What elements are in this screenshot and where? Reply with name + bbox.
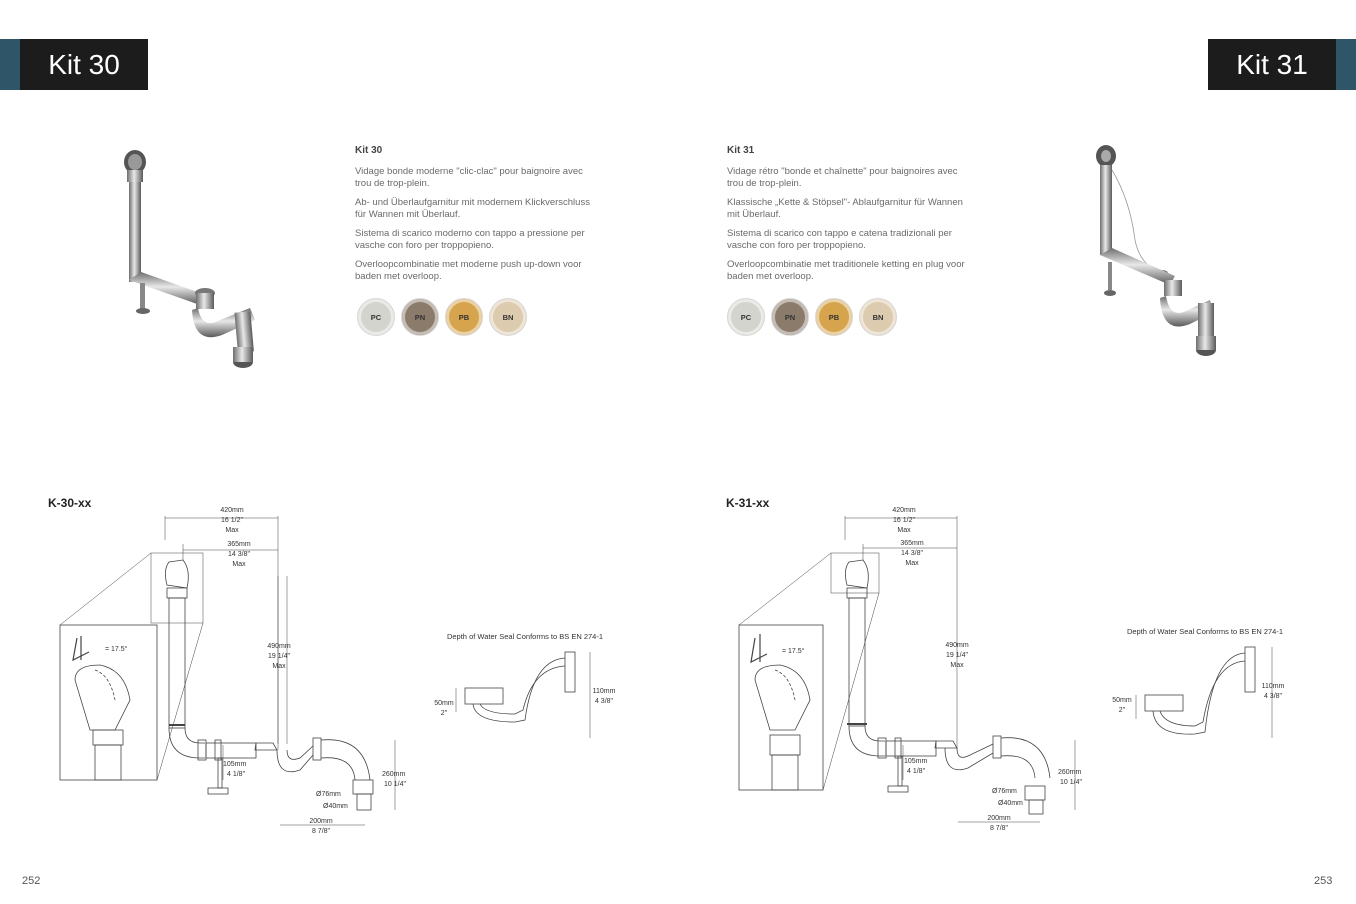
dim-width-total-in: 16 1/2": [221, 517, 243, 524]
dim-width-inner-in: 14 3/8": [901, 550, 923, 557]
description-de: Ab- und Überlaufgarnitur mit modernem Kl…: [355, 197, 590, 220]
dim-height-in: 19 1/4": [946, 652, 968, 659]
finish-swatches-kit31: PC PN PB BN: [727, 298, 897, 336]
swatch-pc[interactable]: PC: [357, 298, 395, 336]
dim-width-inner-mm: 365mm: [900, 540, 924, 547]
dim-width-inner-max: Max: [905, 560, 919, 567]
dim-angle: = 17.5°: [105, 645, 128, 653]
dim-angle: = 17.5°: [782, 647, 805, 655]
accent-bar-left: [0, 39, 20, 90]
water-seal-depth-mm: 50mm: [434, 700, 454, 707]
swatch-bn[interactable]: BN: [489, 298, 527, 336]
accent-bar-right: [1336, 39, 1356, 90]
product-code-kit30: K-30-xx: [48, 496, 92, 510]
dim-trap-width-in: 8 7/8": [312, 828, 331, 835]
water-seal-height-in: 4 3/8": [595, 698, 614, 705]
page-number-left: 252: [22, 875, 41, 887]
product-image-kit30: [124, 150, 255, 368]
dim-height-mm: 490mm: [945, 642, 969, 649]
dim-drop-in: 10 1/4": [1060, 779, 1082, 786]
dim-width-inner-mm: 365mm: [227, 541, 251, 548]
water-seal-height-mm: 110mm: [1262, 683, 1285, 690]
description-it: Sistema di scarico moderno con tappo a p…: [355, 228, 585, 251]
product-code-kit31: K-31-xx: [726, 496, 770, 510]
water-seal-depth-in: 2": [1119, 707, 1126, 714]
water-seal-depth-in: 2": [441, 710, 448, 717]
dim-height-max: Max: [272, 663, 286, 670]
swatch-pb[interactable]: PB: [815, 298, 853, 336]
dim-width-total-mm: 420mm: [220, 507, 244, 514]
description-heading: Kit 31: [727, 145, 755, 156]
swatch-pb[interactable]: PB: [445, 298, 483, 336]
dim-height-mm: 490mm: [267, 643, 291, 650]
dim-width-inner-in: 14 3/8": [228, 551, 250, 558]
description-fr: Vidage rétro "bonde et chaînette" pour b…: [727, 166, 958, 189]
description-block-kit30: Kit 30 Vidage bonde moderne "clic-clac" …: [355, 145, 595, 290]
dim-offset-mm: 105mm: [904, 758, 928, 765]
water-seal-title: Depth of Water Seal Conforms to BS EN 27…: [447, 632, 603, 641]
water-seal-title: Depth of Water Seal Conforms to BS EN 27…: [1127, 627, 1283, 636]
dim-trap-width-in: 8 7/8": [990, 825, 1009, 832]
dim-trap-width-mm: 200mm: [309, 818, 333, 825]
swatch-pn[interactable]: PN: [771, 298, 809, 336]
description-de: Klassische „Kette & Stöpsel"- Ablaufgarn…: [727, 197, 963, 220]
dim-width-total-in: 16 1/2": [893, 517, 915, 524]
swatch-pc[interactable]: PC: [727, 298, 765, 336]
page-title-right: Kit 31: [1208, 39, 1336, 90]
dim-diameter-40: Ø40mm: [998, 800, 1023, 807]
description-it: Sistema di scarico con tappo e catena tr…: [727, 228, 952, 251]
water-seal-height-mm: 110mm: [593, 688, 616, 695]
dim-diameter-76: Ø76mm: [992, 788, 1017, 795]
technical-drawing-kit31: 420mm 16 1/2" Max 365mm 14 3/8" Max 490m…: [738, 507, 1285, 832]
dim-height-max: Max: [950, 662, 964, 669]
dim-width-inner-max: Max: [232, 561, 246, 568]
water-seal-height-in: 4 3/8": [1264, 693, 1283, 700]
dim-drop-in: 10 1/4": [384, 781, 406, 788]
dim-drop-mm: 260mm: [1058, 769, 1082, 776]
dim-drop-mm: 260mm: [382, 771, 406, 778]
finish-swatches-kit30: PC PN PB BN: [357, 298, 527, 336]
description-heading: Kit 30: [355, 145, 383, 156]
dim-width-total-mm: 420mm: [892, 507, 916, 514]
water-seal-depth-mm: 50mm: [1112, 697, 1132, 704]
description-nl: Overloopcombinatie met moderne push up-d…: [355, 259, 582, 282]
description-nl: Overloopcombinatie met traditionele kett…: [727, 259, 965, 282]
dim-width-total-max: Max: [897, 527, 911, 534]
page-number-right: 253: [1314, 875, 1333, 887]
product-image-kit31: [1096, 145, 1216, 356]
dim-trap-width-mm: 200mm: [987, 815, 1011, 822]
technical-drawing-kit30: 420mm 16 1/2" Max 365mm 14 3/8" Max 490m…: [59, 507, 616, 835]
description-block-kit31: Kit 31 Vidage rétro "bonde et chaînette"…: [727, 145, 967, 290]
dim-diameter-76: Ø76mm: [316, 791, 341, 798]
description-fr: Vidage bonde moderne "clic-clac" pour ba…: [355, 166, 583, 189]
dim-height-in: 19 1/4": [268, 653, 290, 660]
dim-offset-in: 4 1/8": [907, 768, 926, 775]
dim-offset-mm: 105mm: [223, 761, 247, 768]
swatch-pn[interactable]: PN: [401, 298, 439, 336]
dim-diameter-40: Ø40mm: [323, 803, 348, 810]
dim-width-total-max: Max: [225, 527, 239, 534]
page-title-left: Kit 30: [20, 39, 148, 90]
dim-offset-in: 4 1/8": [227, 771, 246, 778]
swatch-bn[interactable]: BN: [859, 298, 897, 336]
